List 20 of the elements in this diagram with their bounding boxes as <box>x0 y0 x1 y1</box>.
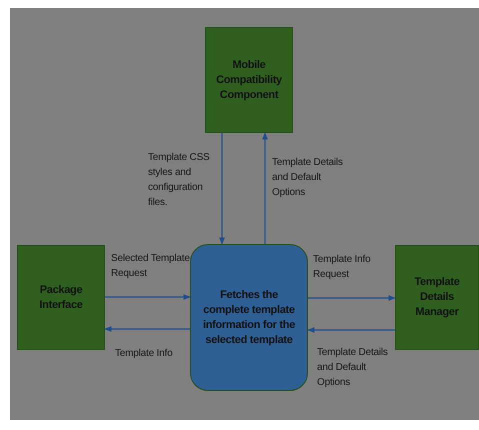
edge-label: Template Details and Default Options <box>317 346 389 390</box>
edge-label: Template Info Request <box>313 253 372 282</box>
arrow <box>104 326 190 332</box>
node-text: Template Details Manager <box>413 275 461 320</box>
arrow <box>308 295 396 301</box>
arrow <box>219 133 225 245</box>
component-box <box>205 27 293 133</box>
edge-label: Template CSS styles and configuration files. <box>148 151 211 210</box>
node-text: Mobile Compatibility Component <box>215 58 283 102</box>
process-box <box>190 244 308 391</box>
component-box <box>395 245 479 350</box>
edge-label: Template Info <box>115 347 174 361</box>
node-text: Fetches the complete template information for the selected template <box>202 288 296 348</box>
arrow <box>105 294 191 300</box>
arrow <box>307 327 395 333</box>
edge-label: Selected Template Request <box>111 252 191 281</box>
component-box <box>17 245 105 350</box>
node-text: Package Interface <box>38 282 84 312</box>
edge-label: Template Details and Default Options <box>272 156 344 200</box>
arrow <box>262 132 268 244</box>
